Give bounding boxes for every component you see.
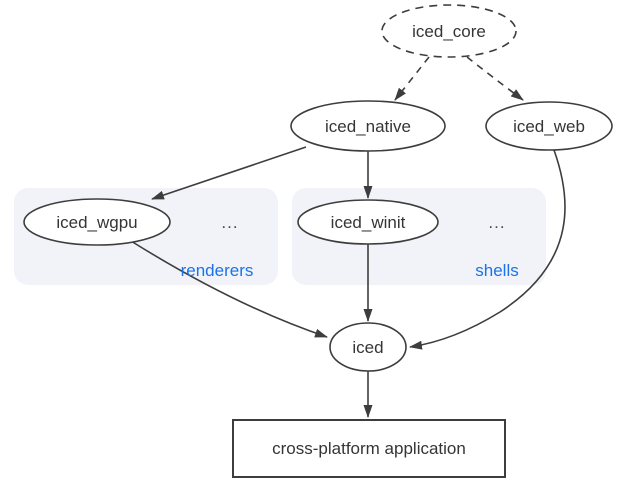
application-label: cross-platform application: [272, 439, 466, 458]
node-iced-core: iced_core: [381, 4, 517, 58]
node-iced-native: iced_native: [290, 100, 446, 152]
iced-native-label: iced_native: [325, 117, 411, 136]
iced-wgpu-label: iced_wgpu: [56, 213, 137, 232]
iced-core-label: iced_core: [412, 22, 486, 41]
edge-core-to-web: [466, 56, 524, 101]
iced-winit-ellipse: [297, 199, 439, 245]
node-iced: iced: [329, 322, 407, 372]
node-cross-platform-application: cross-platform application: [232, 419, 506, 478]
edge-core-to-native: [394, 56, 430, 101]
edge-native-to-wgpu: [151, 146, 307, 200]
node-iced-web: iced_web: [485, 101, 613, 151]
edge-web-to-iced: [409, 149, 566, 350]
node-iced-wgpu: iced_wgpu: [23, 198, 171, 246]
edge-wgpu-to-iced: [130, 240, 328, 338]
iced-web-ellipse: [485, 101, 613, 151]
application-rect: [232, 419, 506, 478]
iced-core-ellipse: [381, 4, 517, 58]
renderers-group-label: renderers: [181, 261, 254, 280]
shells-group-label: shells: [475, 261, 518, 280]
iced-ellipse: [329, 322, 407, 372]
iced-native-ellipse: [290, 100, 446, 152]
iced-winit-label: iced_winit: [331, 213, 406, 232]
node-iced-winit: iced_winit: [297, 199, 439, 245]
iced-label: iced: [352, 338, 383, 357]
renderers-ellipsis: ...: [221, 213, 238, 232]
iced-wgpu-ellipse: [23, 198, 171, 246]
shells-ellipsis: ...: [488, 213, 505, 232]
iced-web-label: iced_web: [513, 117, 585, 136]
